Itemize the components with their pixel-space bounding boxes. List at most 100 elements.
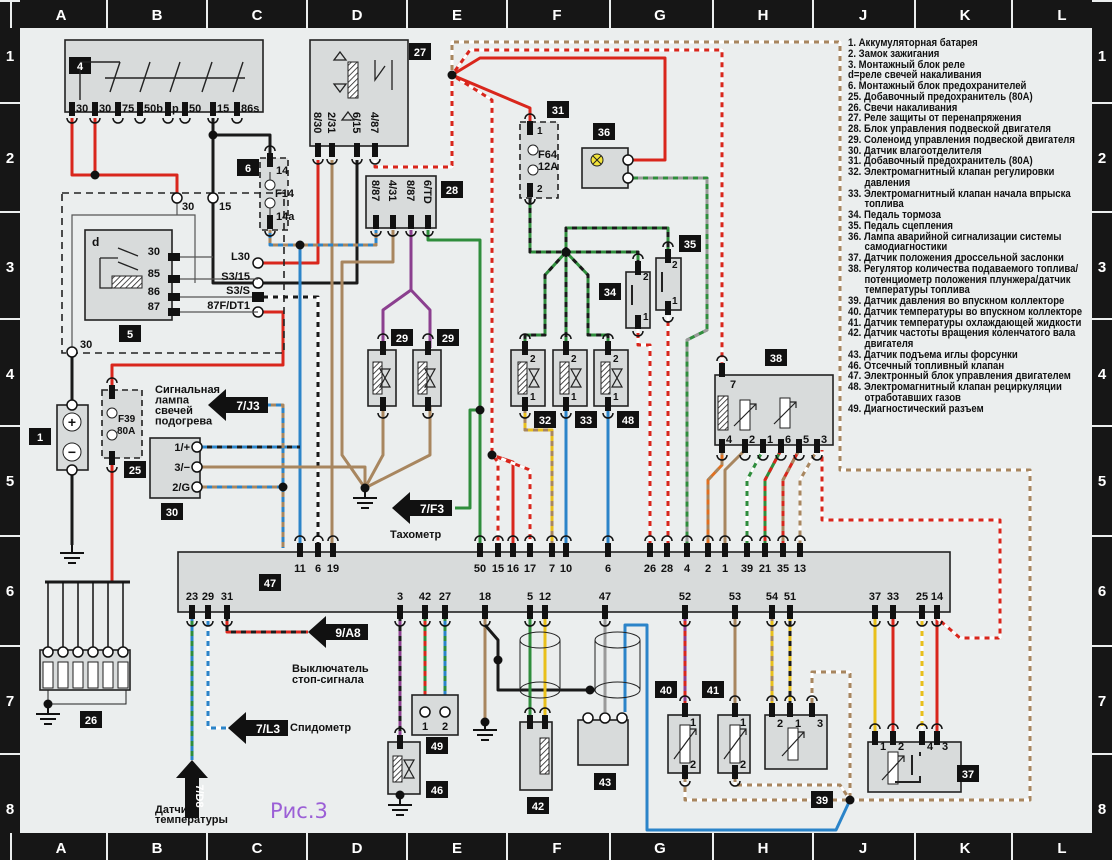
- switch-icon: [895, 752, 921, 783]
- pin-label: 15: [217, 103, 229, 115]
- legend-item: 36. Лампа аварийной сигнализации системы…: [848, 230, 1062, 254]
- label: 14: [276, 165, 289, 177]
- wire: [451, 56, 667, 162]
- pin-socket: [869, 620, 881, 627]
- terminal-node: [616, 712, 628, 724]
- wire: [426, 230, 482, 548]
- glow-plug-icon: [42, 661, 54, 689]
- ecu-pin-label: 11: [294, 563, 306, 575]
- component-badge: [594, 773, 616, 790]
- pin-connector: [684, 543, 690, 557]
- pin-socket: [519, 412, 531, 419]
- pin-socket: [757, 454, 769, 461]
- column-label: D: [352, 7, 363, 24]
- pin-socket: [66, 117, 78, 124]
- pin-connector: [115, 102, 121, 116]
- pin-label: 8/87: [404, 180, 416, 201]
- legend-item: 37. Датчик положения дроссельной заслонк…: [848, 252, 1064, 264]
- pin-connector: [934, 731, 940, 745]
- wire: [258, 160, 320, 265]
- pin-socket: [794, 535, 806, 542]
- top-border: [0, 0, 1112, 28]
- coil-icon: [417, 361, 428, 395]
- ecu-pin-label: 26: [644, 563, 656, 575]
- pin-label: 2/31: [325, 112, 337, 133]
- bottom-border: [0, 833, 1112, 860]
- pin-connector: [787, 703, 793, 717]
- terminal-node: [191, 461, 203, 473]
- variable-arrow-icon: [881, 755, 905, 781]
- pin-connector: [760, 439, 766, 453]
- ecu-pin-label: 6: [315, 563, 321, 575]
- pin-connector: [919, 731, 925, 745]
- pin-socket: [887, 723, 899, 730]
- pin-socket: [599, 620, 611, 627]
- battery-minus-icon: [62, 442, 82, 462]
- pin-connector: [542, 605, 548, 619]
- pin-socket: [207, 117, 219, 124]
- pin-socket: [370, 230, 382, 237]
- pin-socket: [546, 535, 558, 542]
- pin-socket: [632, 330, 644, 337]
- pin-label: 6/TD: [421, 180, 433, 204]
- cable-shield-icon: [594, 681, 641, 699]
- pin-connector: [744, 543, 750, 557]
- label: 86: [148, 286, 160, 298]
- junction-dot: [90, 170, 100, 180]
- pin-connector: [522, 397, 528, 411]
- switch-contacts-icon: [79, 61, 245, 100]
- label: F64: [538, 149, 558, 161]
- diagnostic-connector: [411, 694, 459, 736]
- fuse-icon: [527, 164, 539, 176]
- label: S3/S: [226, 285, 250, 297]
- pin-socket: [134, 117, 146, 124]
- pin-connector: [919, 605, 925, 619]
- coil-icon: [717, 395, 729, 431]
- component-number: 5: [127, 329, 133, 341]
- wire-stripe: [491, 453, 532, 548]
- label: 6: [785, 434, 791, 446]
- component-badge: [124, 461, 146, 478]
- internal-wiring: [180, 256, 258, 313]
- pin-socket: [474, 535, 486, 542]
- wire-stripe: [763, 449, 783, 548]
- legend-item: 31. Добавочный предохранитель (80А): [848, 155, 1033, 168]
- component-number: 34: [604, 287, 617, 299]
- component-number: 35: [684, 239, 696, 251]
- legend-item: 6. Монтажный блок предохранителей: [848, 80, 1027, 92]
- overvoltage-relay: [309, 39, 409, 147]
- pin-socket: [887, 620, 899, 627]
- pin-label: 8/87: [369, 180, 381, 201]
- component-badge: [534, 411, 556, 428]
- throttle-position-sensor: [867, 741, 962, 793]
- pin-connector: [872, 731, 878, 745]
- label: 2: [690, 759, 696, 771]
- pin-socket: [387, 230, 399, 237]
- connector-ref: 7/J3: [236, 399, 260, 413]
- annotation-speedometer: Спидометр: [290, 722, 351, 734]
- column-label: L: [1057, 7, 1066, 24]
- ground-icon: [36, 706, 60, 725]
- pin-connector: [890, 605, 896, 619]
- pin-socket: [221, 620, 233, 627]
- pin-connector: [542, 715, 548, 729]
- pin-connector: [210, 102, 216, 116]
- pin-socket: [539, 707, 551, 714]
- pin-socket: [931, 723, 943, 730]
- terminal-node: [87, 646, 99, 658]
- pin-label: 75: [122, 103, 134, 115]
- row-label: 3: [1098, 259, 1106, 276]
- figure-caption: Рис.3: [270, 799, 328, 823]
- ecu-pin-label: 29: [202, 591, 214, 603]
- component-number: 29: [442, 333, 454, 345]
- pin-socket: [419, 620, 431, 627]
- pin-socket: [89, 117, 101, 124]
- component-number: 39: [816, 795, 828, 807]
- connector-ref: 7/L3: [256, 722, 280, 736]
- column-label: D: [352, 840, 363, 857]
- label: 1: [880, 741, 886, 753]
- glow-plug-icon: [72, 661, 84, 689]
- connector-ref: 7/F3: [420, 502, 444, 516]
- cable-shield-icon: [519, 681, 561, 699]
- column-label: A: [56, 840, 67, 857]
